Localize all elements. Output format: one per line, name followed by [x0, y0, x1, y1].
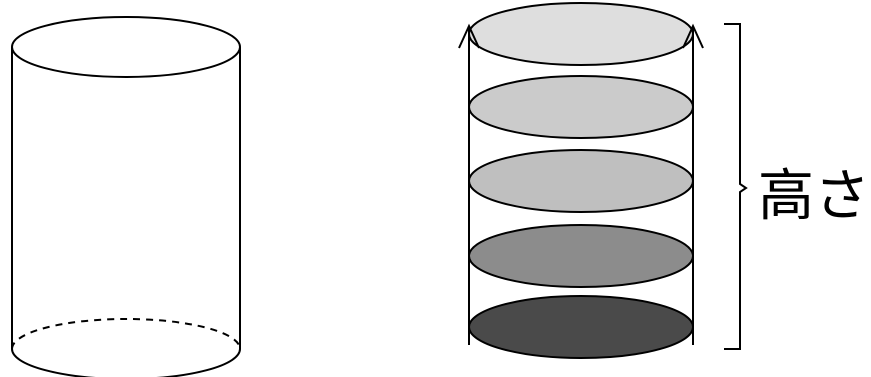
plain-cylinder [12, 17, 240, 377]
plain-cylinder-top [12, 17, 240, 77]
plain-cylinder-bottom-back-hidden [12, 319, 240, 349]
disc-layer-4 [469, 225, 693, 287]
layered-cylinder [459, 3, 703, 358]
plain-cylinder-bottom-front [12, 349, 240, 377]
disc-layer-bottom [469, 296, 693, 358]
height-label: 高さ [758, 164, 870, 229]
disc-layer-2 [469, 76, 693, 138]
disc-layer-3 [469, 150, 693, 212]
disc-layer-top [469, 3, 693, 65]
height-bracket [724, 24, 746, 349]
